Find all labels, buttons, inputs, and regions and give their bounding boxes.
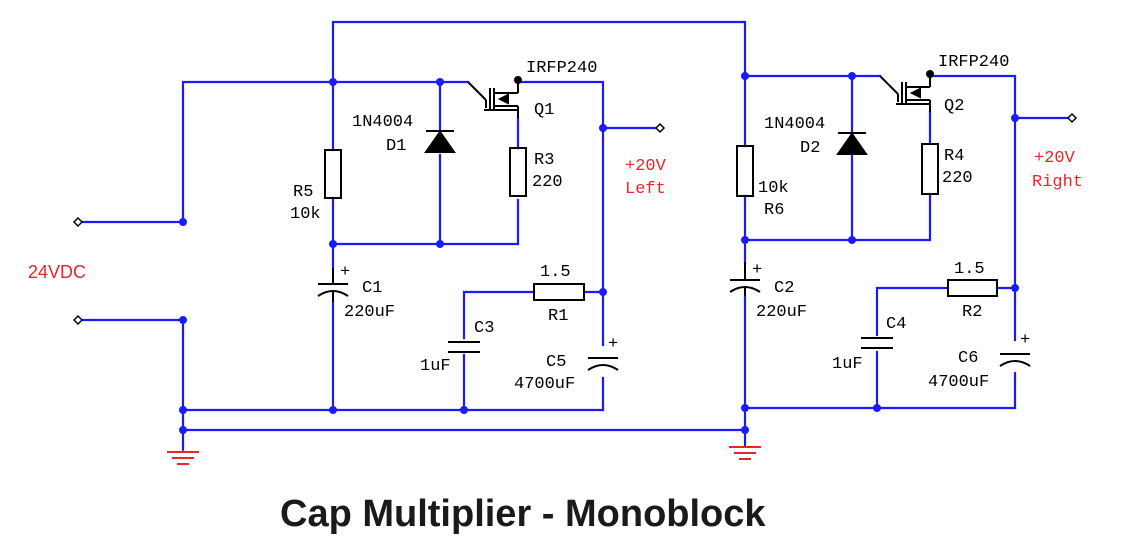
right-d2-part-label: 1N4004 <box>764 115 825 134</box>
main-ground-link <box>181 428 747 447</box>
right-output-terminal <box>1066 112 1078 124</box>
junction-dot <box>741 404 749 412</box>
left-c1-value-label: 220uF <box>344 303 395 322</box>
left-c3-ref-label: C3 <box>474 319 494 338</box>
right-ground-icon <box>729 446 761 460</box>
junction-dot <box>436 240 444 248</box>
junction-dot <box>741 72 749 80</box>
left-r5-ref-label: R5 <box>293 183 313 202</box>
left-bias-node-wire <box>331 198 520 246</box>
left-c5-ref-label: C5 <box>546 353 566 372</box>
right-c2-capacitor <box>729 262 761 296</box>
right-output-voltage-label: +20V <box>1034 149 1076 168</box>
right-c4-ref-label: C4 <box>886 315 906 334</box>
right-d2-diode <box>836 132 868 155</box>
diagram-title: Cap Multiplier - Monoblock <box>280 493 766 535</box>
right-r2-ref-label: R2 <box>962 303 982 322</box>
input-minus-terminal <box>72 314 84 326</box>
right-r2-value-label: 1.5 <box>954 260 985 279</box>
right-c6-polarity: + <box>1020 331 1030 350</box>
right-q2-part-label: IRFP240 <box>938 53 1009 72</box>
right-r4-resistor <box>921 143 939 195</box>
junction-dot <box>179 426 187 434</box>
junction-dot <box>848 72 856 80</box>
right-c4-value-label: 1uF <box>832 355 863 374</box>
left-r3-value-label: 220 <box>532 173 563 192</box>
junction-dot <box>848 236 856 244</box>
left-d1-diode <box>424 130 456 153</box>
left-output-terminal <box>654 122 666 134</box>
left-r5-value-label: 10k <box>290 205 321 224</box>
junction-dot <box>599 288 607 296</box>
junction-dot <box>599 124 607 132</box>
right-r6-ref-label: R6 <box>764 201 784 220</box>
input-voltage-label: 24VDC <box>28 262 86 282</box>
left-c3-value-label: 1uF <box>420 357 451 376</box>
terminals <box>72 112 1078 326</box>
junction-dot <box>179 316 187 324</box>
junction-dot <box>460 406 468 414</box>
junction-dot <box>1011 284 1019 292</box>
left-q1-mosfet-icon <box>467 76 522 118</box>
left-c5-capacitor <box>587 357 619 371</box>
left-c1-polarity: + <box>340 263 350 282</box>
right-d2-ref-label: D2 <box>800 139 820 158</box>
right-source-rail-wire <box>928 74 1017 290</box>
left-d1-part-label: 1N4004 <box>352 113 413 132</box>
left-c1-capacitor <box>317 268 349 302</box>
junction-dot <box>329 406 337 414</box>
left-ground-icon <box>167 450 199 465</box>
left-source-rail-wire <box>516 80 605 294</box>
top-bus-wire <box>331 20 747 84</box>
junction-dot <box>329 240 337 248</box>
right-c4-top-wire <box>875 286 950 337</box>
input-minus-lead <box>76 318 185 432</box>
right-r4-value-label: 220 <box>942 169 973 188</box>
right-c4-capacitor <box>861 337 893 349</box>
left-c3-top-wire <box>462 290 536 340</box>
right-c6-ref-label: C6 <box>958 349 978 368</box>
junction-dot <box>179 406 187 414</box>
junction-dot <box>179 218 187 226</box>
left-r5-resistor <box>324 149 342 199</box>
left-r1-value-label: 1.5 <box>540 263 571 282</box>
right-c2-value-label: 220uF <box>756 303 807 322</box>
right-c2-polarity: + <box>752 261 762 280</box>
right-r2-resistor <box>947 279 998 297</box>
left-r1-ref-label: R1 <box>548 307 568 326</box>
left-r1-resistor <box>533 283 585 301</box>
junction-dot <box>1011 114 1019 122</box>
left-d1-ref-label: D1 <box>386 137 406 156</box>
left-c5-value-label: 4700uF <box>514 375 575 394</box>
junction-dot <box>436 78 444 86</box>
right-r6-resistor <box>736 145 754 197</box>
left-c5-polarity: + <box>608 335 618 354</box>
junction-dot <box>873 404 881 412</box>
left-r3-resistor <box>509 147 527 197</box>
right-output-side-label: Right <box>1032 173 1083 192</box>
left-c3-capacitor <box>448 341 480 353</box>
right-c6-capacitor <box>999 353 1031 367</box>
left-c1-ref-label: C1 <box>362 279 382 298</box>
right-c6-value-label: 4700uF <box>928 373 989 392</box>
junction-dots <box>179 72 1019 434</box>
junction-dot <box>741 236 749 244</box>
right-r4-ref-label: R4 <box>944 147 964 166</box>
right-q2-ref-label: Q2 <box>944 97 964 116</box>
junction-dot <box>741 426 749 434</box>
right-bias-node-wire <box>743 194 932 242</box>
left-r3-ref-label: R3 <box>534 151 554 170</box>
left-output-voltage-label: +20V <box>625 157 667 176</box>
left-q1-ref-label: Q1 <box>534 101 554 120</box>
right-r6-value-label: 10k <box>758 179 789 198</box>
wires <box>76 20 1070 452</box>
right-c2-ref-label: C2 <box>774 279 794 298</box>
left-output-side-label: Left <box>625 180 666 199</box>
right-q2-mosfet-icon <box>879 70 934 112</box>
input-plus-terminal <box>72 216 84 228</box>
left-q1-part-label: IRFP240 <box>526 59 597 78</box>
junction-dot <box>329 78 337 86</box>
